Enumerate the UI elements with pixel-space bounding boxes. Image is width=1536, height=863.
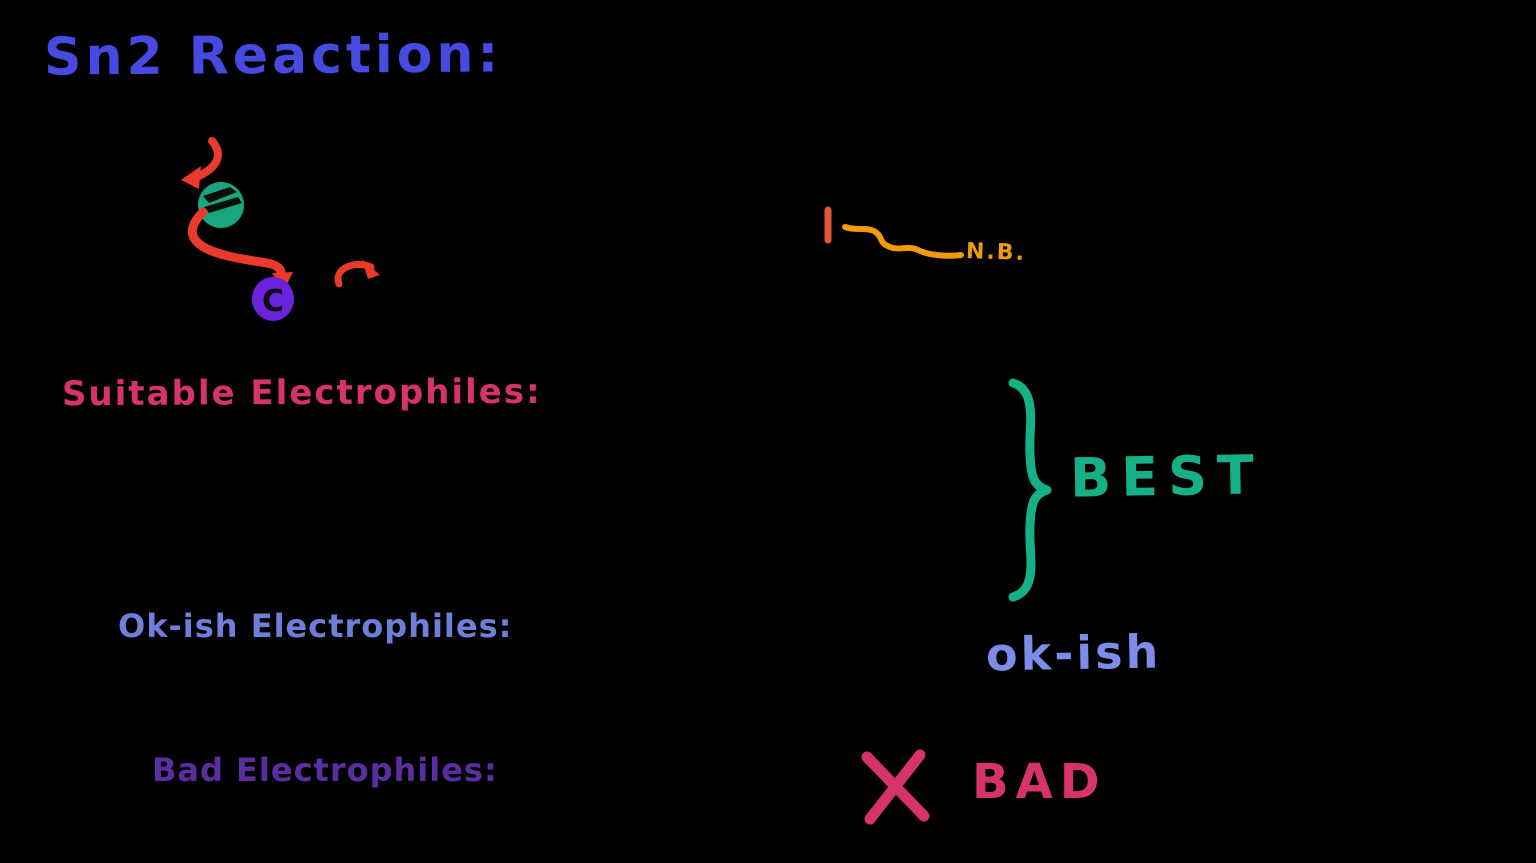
best-verdict-label: BEST [1069,443,1265,510]
nucleophile-marks-icon [203,187,242,213]
bad-electrophiles-heading: Bad Electrophiles: [152,751,498,789]
carbon-label: C [262,284,284,319]
okish-electrophiles-heading: Ok-ish Electrophiles: [118,607,513,645]
squiggle-connector-icon [842,224,964,259]
x-mark-icon [861,749,930,825]
suitable-electrophiles-heading: Suitable Electrophiles: [61,371,542,415]
attack-arrow-icon [181,137,222,189]
nucleophile-circle [198,182,244,228]
page-title: Sn2 Reaction: [43,24,503,88]
electrophile-circle: C [252,277,294,321]
rotation-arrow-icon [334,259,380,288]
bad-verdict-label: BAD [972,754,1107,810]
brace-icon [1008,378,1052,602]
nb-note-label: N.B. [965,238,1027,267]
okish-verdict-label: ok-ish [985,624,1162,682]
